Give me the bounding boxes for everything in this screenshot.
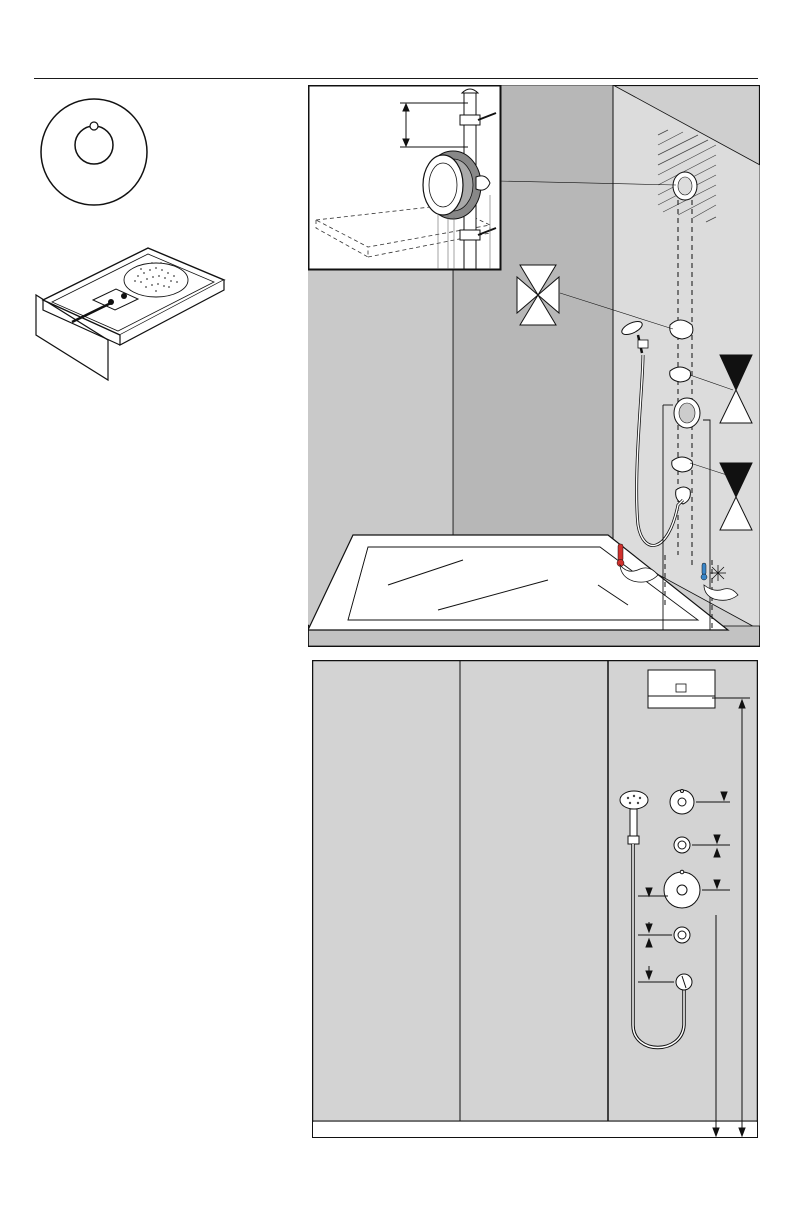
- installation-scene: [308, 85, 760, 647]
- rough-in-valve-detail-icon: [309, 86, 501, 270]
- round-trim-plate-icon: [30, 95, 160, 210]
- header-rule: [34, 78, 758, 79]
- rectangular-rain-shower-icon: [28, 240, 233, 385]
- dimension-panel: [312, 660, 758, 1138]
- overhead-shower-front-icon: [648, 670, 715, 708]
- outlet-icon: [676, 974, 692, 990]
